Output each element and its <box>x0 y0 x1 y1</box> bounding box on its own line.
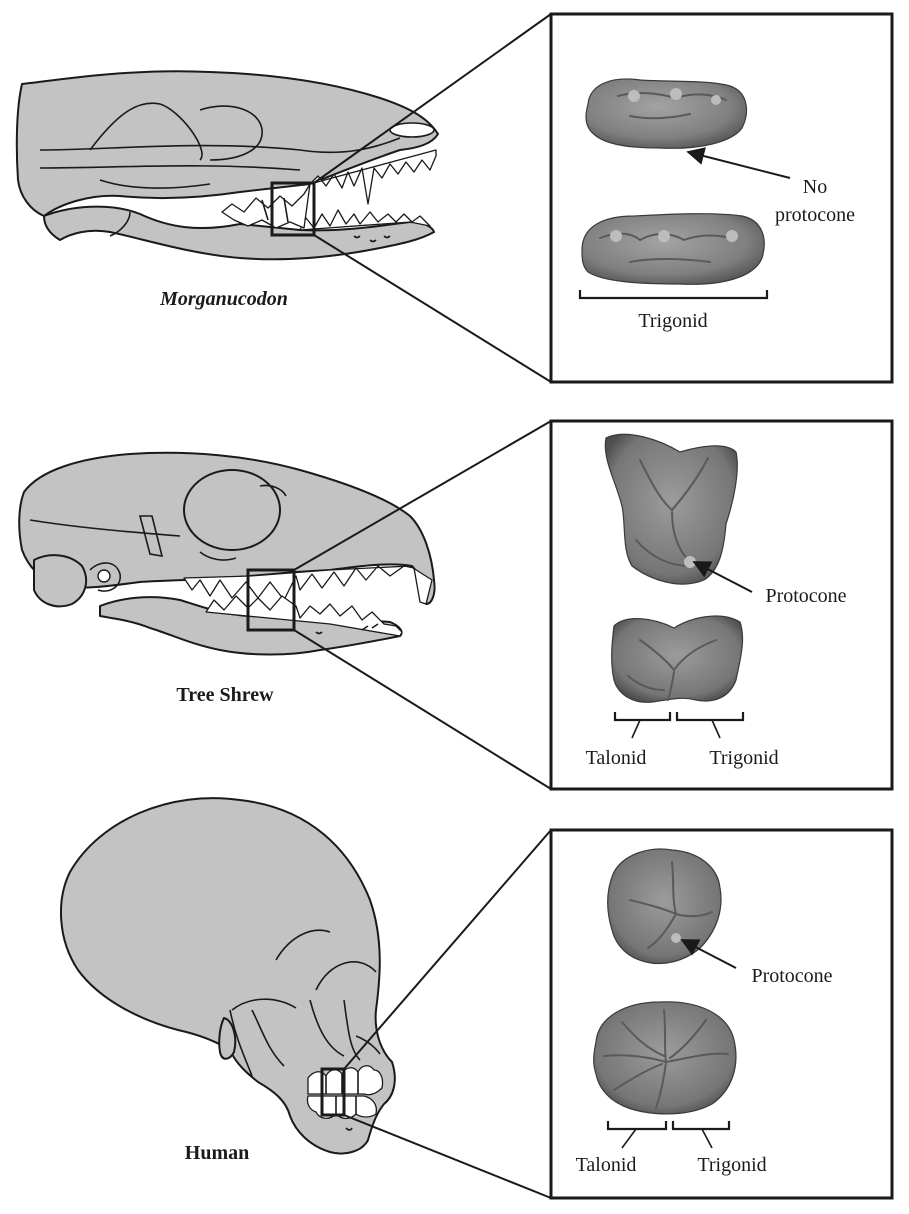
human-molar-panel <box>549 828 894 1200</box>
morganucodon-zoom-line-top <box>313 13 552 184</box>
human-label: Human <box>185 1142 249 1164</box>
morganucodon-skull <box>15 70 439 261</box>
human-talonid-label: Talonid <box>576 1154 637 1176</box>
tree-shrew-zoom-line-bottom <box>293 629 552 790</box>
tree-shrew-trigonid-leader <box>711 719 721 739</box>
human-zoom-box <box>320 1067 346 1117</box>
tree-shrew-upper-molar <box>604 433 738 585</box>
tree-shrew-zoom-box <box>246 568 296 632</box>
human-protocone-label: Protocone <box>751 965 832 987</box>
human-trigonid-label: Trigonid <box>697 1154 766 1176</box>
human-trigonid-leader <box>701 1128 713 1149</box>
row-morganucodon: Morganucodon No protocone Trigonid <box>15 12 894 384</box>
no-protocone-label-line1: No <box>803 176 827 198</box>
row-tree-shrew: Tree Shrew Protocone Talonid Trigonid <box>18 419 894 791</box>
human-lower-molar <box>593 1001 737 1115</box>
tree-shrew-protocone-arrow <box>692 561 753 593</box>
tree-shrew-talonid-label: Talonid <box>586 747 647 769</box>
human-upper-molar <box>607 848 722 965</box>
morganucodon-trigonid-bracket <box>578 290 769 300</box>
morganucodon-zoom-line-bottom <box>313 234 552 383</box>
no-protocone-label-line2: protocone <box>775 204 855 226</box>
human-trigonid-bracket <box>671 1121 731 1131</box>
human-protocone-arrow <box>680 939 737 969</box>
tree-shrew-lower-molar <box>611 615 744 703</box>
tree-shrew-talonid-bracket <box>613 712 672 722</box>
morganucodon-trigonid-label: Trigonid <box>638 310 707 332</box>
morganucodon-upper-molar <box>585 78 748 149</box>
human-zoom-line-top <box>343 829 552 1070</box>
human-zoom-line-bottom <box>343 1114 552 1199</box>
morganucodon-lower-molar <box>581 213 765 285</box>
morganucodon-zoom-box <box>270 181 316 237</box>
tree-shrew-skull <box>18 451 436 656</box>
tree-shrew-zoom-line-top <box>293 420 552 571</box>
row-human: Human Protocone Talonid Trigonid <box>60 797 894 1200</box>
tree-shrew-trigonid-label: Trigonid <box>709 747 778 769</box>
morganucodon-molar-panel <box>549 12 894 384</box>
no-protocone-arrow <box>686 147 791 179</box>
tree-shrew-protocone-label: Protocone <box>765 585 846 607</box>
human-talonid-bracket <box>606 1121 668 1131</box>
human-talonid-leader <box>621 1128 637 1149</box>
morganucodon-label: Morganucodon <box>159 288 288 310</box>
tree-shrew-talonid-leader <box>631 719 641 739</box>
tree-shrew-trigonid-bracket <box>675 712 745 722</box>
tree-shrew-label: Tree Shrew <box>176 684 274 706</box>
